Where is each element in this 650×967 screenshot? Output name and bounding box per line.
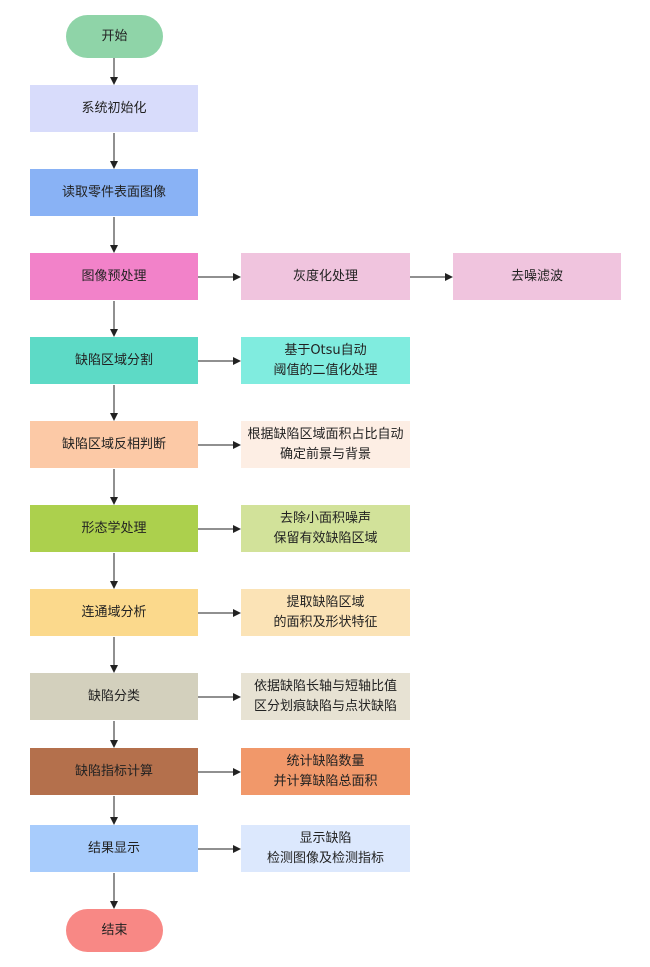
otsu-detail: 基于Otsu自动 阈值的二值化处理 [241, 337, 410, 384]
count-area-detail: 统计缺陷数量 并计算缺陷总面积 [241, 748, 410, 795]
show-result-detail: 显示缺陷 检测图像及检测指标 [241, 825, 410, 872]
remove-noise-detail: 去除小面积噪声 保留有效缺陷区域 [241, 505, 410, 552]
end-node: 结束 [66, 909, 163, 952]
preprocess-step: 图像预处理 [30, 253, 198, 300]
axis-ratio-detail: 依据缺陷长轴与短轴比值 区分划痕缺陷与点状缺陷 [241, 673, 410, 720]
connected-domain-step: 连通域分析 [30, 589, 198, 636]
segment-step: 缺陷区域分割 [30, 337, 198, 384]
invert-judge-step: 缺陷区域反相判断 [30, 421, 198, 468]
metrics-step: 缺陷指标计算 [30, 748, 198, 795]
extract-features-detail: 提取缺陷区域 的面积及形状特征 [241, 589, 410, 636]
start-node: 开始 [66, 15, 163, 58]
init-step: 系统初始化 [30, 85, 198, 132]
classify-step: 缺陷分类 [30, 673, 198, 720]
area-ratio-detail: 根据缺陷区域面积占比自动 确定前景与背景 [241, 421, 410, 468]
gray-detail: 灰度化处理 [241, 253, 410, 300]
denoise-detail: 去噪滤波 [453, 253, 621, 300]
morphology-step: 形态学处理 [30, 505, 198, 552]
display-step: 结果显示 [30, 825, 198, 872]
read-image-step: 读取零件表面图像 [30, 169, 198, 216]
